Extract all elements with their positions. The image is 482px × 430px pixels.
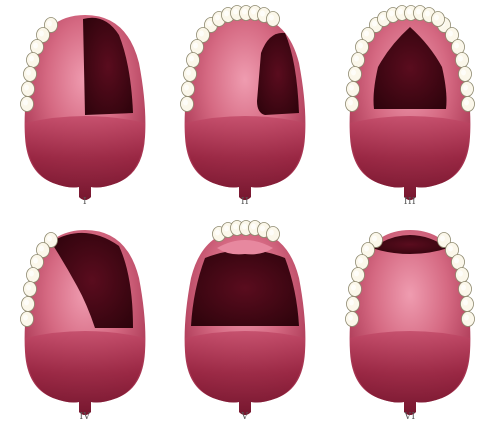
palate-figure-1: I: [5, 5, 165, 215]
class-label: II: [165, 197, 325, 207]
palate-drawing-2: [165, 5, 325, 215]
palate-drawing-1: [5, 5, 165, 215]
palate-figure-5: V: [165, 220, 325, 430]
palate-drawing-3: [330, 5, 482, 215]
palate-drawing-4: [5, 220, 165, 430]
palate-figure-2: II: [165, 5, 325, 215]
class-label: III: [330, 197, 482, 207]
palate-figure-4: IV: [5, 220, 165, 430]
defect-region: [191, 250, 299, 326]
palate-drawing-5: [165, 220, 325, 430]
class-label: I: [5, 197, 165, 207]
defect-region: [83, 18, 133, 115]
palate-figure-6: VI: [330, 220, 482, 430]
palate-figure-3: III: [330, 5, 482, 215]
palate-drawing-6: [330, 220, 482, 430]
